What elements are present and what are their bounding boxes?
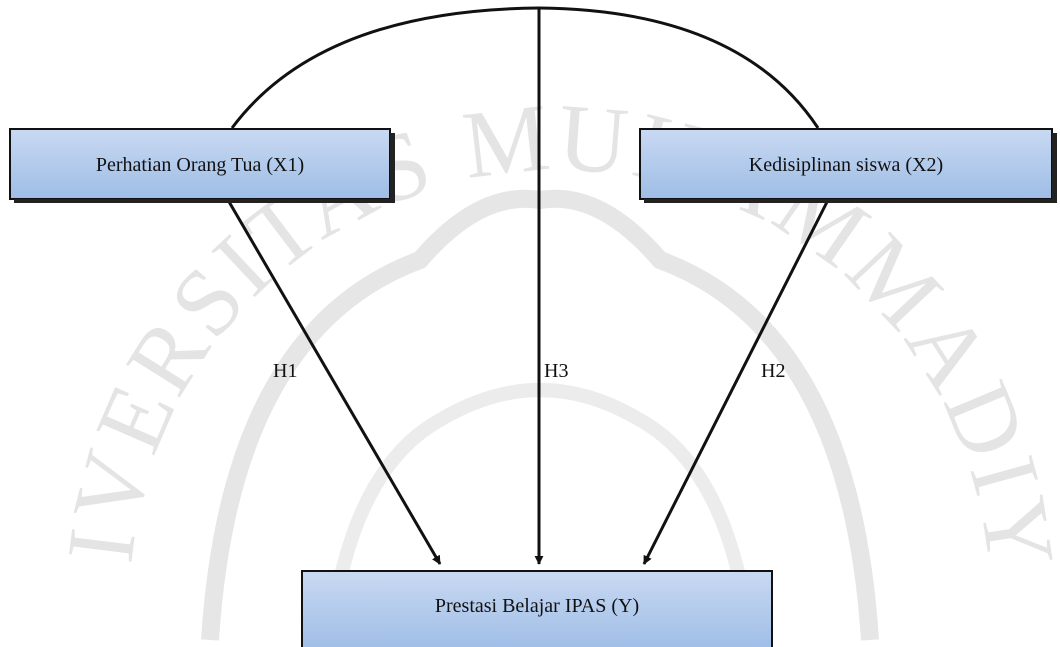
- node-y: Prestasi Belajar IPAS (Y): [301, 570, 773, 647]
- node-x2-label: Kedisiplinan siswa (X2): [749, 154, 943, 176]
- edge-label-h2: H2: [761, 360, 785, 382]
- arrow-h1: [226, 199, 442, 565]
- arrow-h2: [642, 199, 830, 565]
- edge-label-h3: H3: [544, 360, 568, 382]
- node-x1-label: Perhatian Orang Tua (X1): [96, 154, 304, 176]
- node-x1: Perhatian Orang Tua (X1): [9, 128, 395, 203]
- node-y-label: Prestasi Belajar IPAS (Y): [435, 595, 639, 617]
- watermark-text: UNIVERSITAS MUHAMMADIYAH: [0, 0, 1060, 573]
- edge-label-h1: H1: [273, 360, 297, 382]
- node-x2: Kedisiplinan siswa (X2): [639, 128, 1057, 203]
